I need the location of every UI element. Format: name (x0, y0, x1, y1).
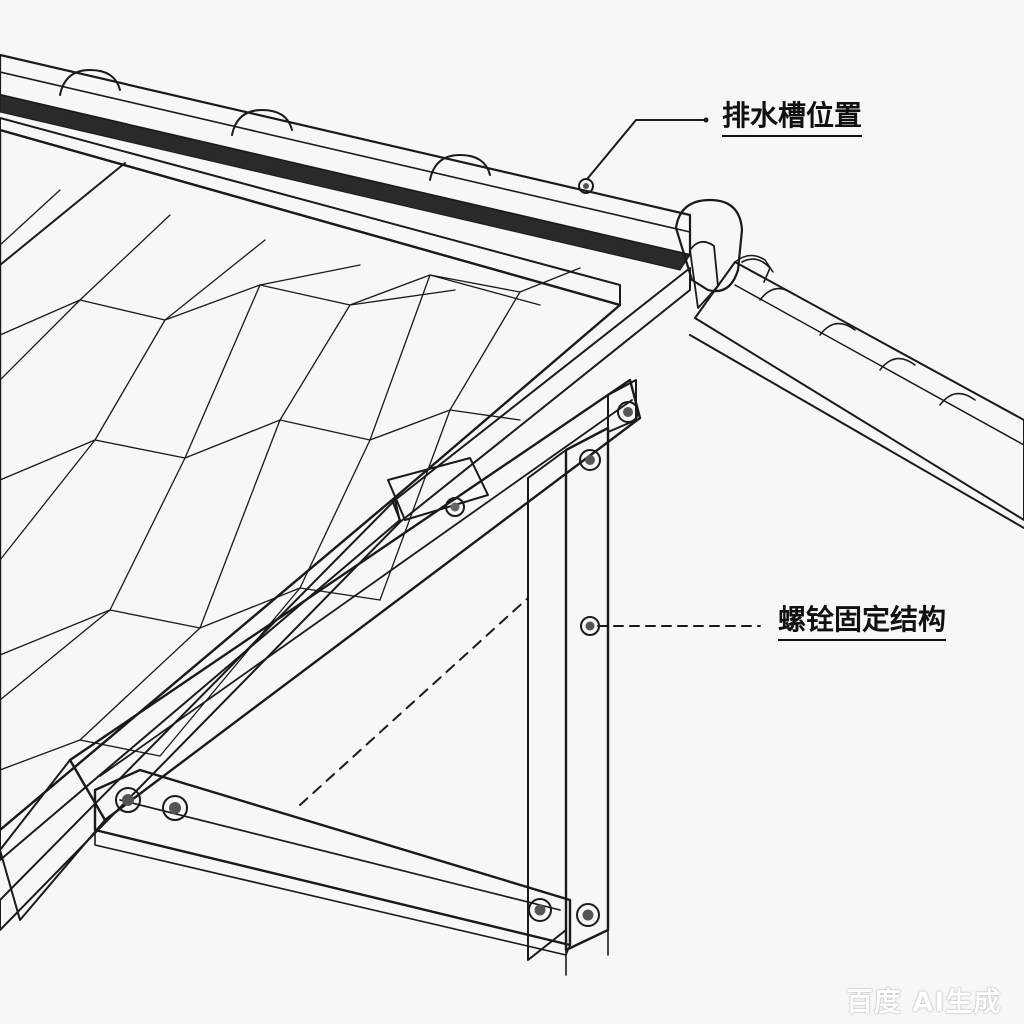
ridge-end-cap (674, 198, 771, 309)
bolt (578, 178, 594, 194)
bolt (579, 449, 601, 471)
drain-location-label: 排水槽位置 (722, 99, 863, 138)
drain-leader-line (587, 119, 707, 179)
bolt-fixing-structure-label: 螺铨固定结构 (778, 603, 947, 642)
bolt (576, 903, 600, 927)
bolt (162, 795, 188, 821)
bottom-beam (93, 768, 572, 956)
bolt (528, 898, 552, 922)
bolt (115, 787, 141, 813)
bolts (115, 178, 639, 927)
watermark: 百度 AI生成 (846, 987, 1002, 1018)
ridge-caps (59, 69, 491, 181)
hidden-line (299, 597, 529, 806)
right-roof-slope (689, 254, 1024, 529)
top-rail (0, 267, 691, 931)
diagonal-brace (0, 378, 642, 921)
bolt (617, 401, 639, 423)
leader-lines (587, 117, 761, 627)
solar-panel (0, 117, 622, 861)
vertical-post (527, 379, 637, 976)
bolt (580, 616, 600, 636)
ridge-beam (0, 53, 692, 271)
